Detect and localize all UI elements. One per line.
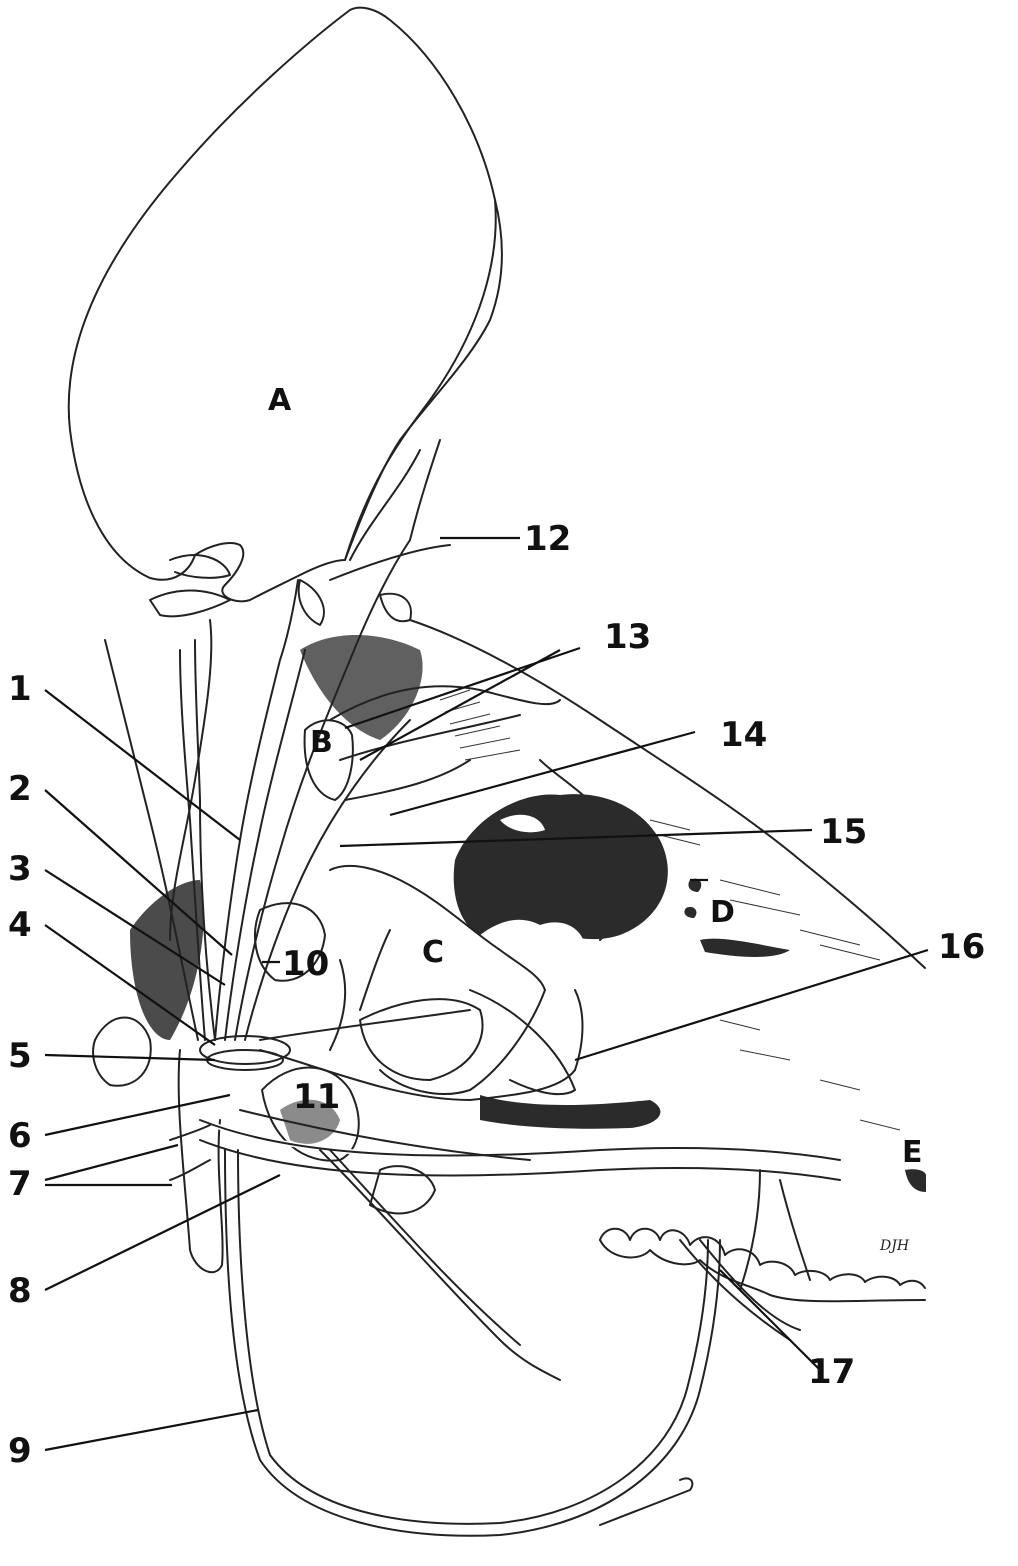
label-c: C xyxy=(422,935,444,970)
label-16: 16 xyxy=(938,927,985,967)
label-11: 11 xyxy=(293,1077,340,1117)
anatomy-illustration xyxy=(69,8,926,1536)
label-15: 15 xyxy=(820,812,867,852)
label-7: 7 xyxy=(8,1164,32,1204)
label-e: E xyxy=(902,1135,923,1170)
label-4: 4 xyxy=(8,905,32,945)
region-e-shadow xyxy=(905,1169,926,1192)
label-12: 12 xyxy=(524,519,571,559)
ear-pinna-outline xyxy=(69,8,502,602)
nerve-branches xyxy=(105,440,840,1536)
label-a: A xyxy=(268,383,292,418)
label-d: D xyxy=(710,895,735,930)
label-14: 14 xyxy=(720,715,767,755)
label-6: 6 xyxy=(8,1116,32,1156)
label-13: 13 xyxy=(604,617,651,657)
nerve-9-loop xyxy=(225,1150,720,1536)
label-10: 10 xyxy=(282,944,329,984)
label-5: 5 xyxy=(8,1036,32,1076)
teeth-row xyxy=(600,1229,925,1288)
orbit-shadow xyxy=(454,794,668,939)
label-b: B xyxy=(310,725,333,760)
label-9: 9 xyxy=(8,1431,32,1471)
label-17: 17 xyxy=(808,1352,855,1392)
label-8: 8 xyxy=(8,1271,32,1311)
artist-signature: DJH xyxy=(879,1238,910,1254)
label-3: 3 xyxy=(8,849,32,889)
label-2: 2 xyxy=(8,769,32,809)
label-1: 1 xyxy=(8,669,32,709)
